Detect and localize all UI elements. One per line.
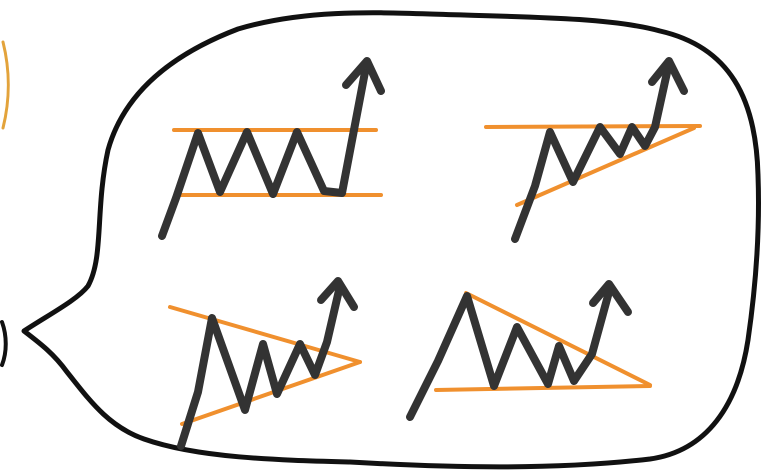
left-edge-mark-top — [3, 42, 8, 128]
ascending-resistance-line — [486, 126, 700, 127]
left-edge-mark-bottom — [2, 322, 6, 365]
